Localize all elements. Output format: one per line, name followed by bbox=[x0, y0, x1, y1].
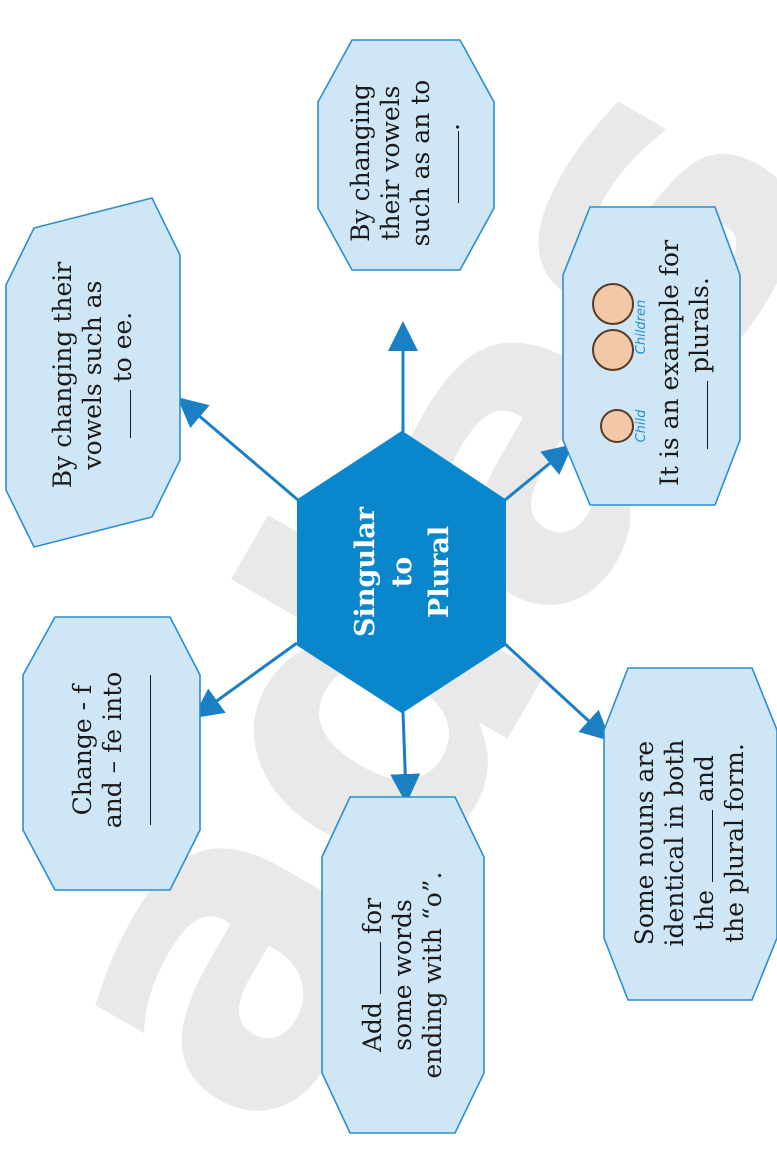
node-top-left-line-3: to ee. bbox=[108, 311, 137, 383]
arrow-bottom-right bbox=[503, 642, 611, 742]
answer-blank[interactable] bbox=[684, 380, 708, 449]
answer-blank[interactable] bbox=[690, 810, 713, 883]
center-line-3: Plural bbox=[423, 525, 455, 619]
node-top-mid-line-1: By changing bbox=[346, 84, 375, 242]
node-bottom-right-line-1: Some nouns are bbox=[630, 740, 659, 946]
hex-top-left bbox=[5, 197, 181, 548]
node-top-left-line-1: By changing their bbox=[48, 261, 77, 489]
node-top-right-text: Child Children It is an example for plur… bbox=[578, 239, 728, 487]
child-children-illustration: Child Children bbox=[591, 283, 649, 443]
node-top-mid-line-3: such as an to bbox=[406, 79, 435, 247]
node-bottom-mid-line-2: some words bbox=[388, 899, 417, 1051]
node-left-line-2: and – fe into bbox=[98, 671, 127, 829]
art-label-children: Children bbox=[633, 299, 649, 355]
arrow-left bbox=[192, 641, 298, 719]
art-label-child: Child bbox=[633, 409, 649, 443]
child-face-icon bbox=[591, 283, 634, 325]
node-top-right-line-2: plurals. bbox=[684, 277, 714, 373]
node-bottom-mid-text: Add for some words ending with “o”. bbox=[343, 872, 463, 1079]
center-label: Singular to Plural bbox=[347, 487, 457, 657]
node-bottom-right-text: Some nouns are identical in both the and… bbox=[619, 739, 761, 946]
node-bottom-mid-line-3: ending with “o”. bbox=[418, 871, 447, 1079]
hex-bottom-mid bbox=[321, 796, 485, 1134]
node-bottom-mid-line-1a: Add bbox=[358, 1002, 387, 1053]
node-bottom-right-line-3b: and bbox=[690, 755, 719, 803]
node-bottom-mid-line-1b: for bbox=[358, 897, 387, 935]
hex-left bbox=[22, 616, 201, 891]
center-hexagon bbox=[297, 430, 506, 714]
node-top-mid-text: By changing their vowels such as an to . bbox=[340, 73, 472, 253]
hex-top-mid bbox=[317, 39, 495, 271]
node-left-text: Change - f and – fe into bbox=[63, 650, 163, 850]
node-bottom-right-line-4: the plural form. bbox=[720, 743, 749, 943]
node-bottom-right-line-2: identical in both bbox=[660, 739, 689, 947]
node-top-mid-line-2: their vowels bbox=[376, 85, 405, 241]
node-bottom-right-line-3a: the bbox=[690, 889, 719, 931]
node-left-line-1: Change - f bbox=[68, 684, 97, 816]
answer-blank[interactable] bbox=[358, 942, 381, 995]
center-line-2: to bbox=[386, 556, 418, 588]
answer-blank[interactable] bbox=[436, 130, 459, 203]
answer-blank[interactable] bbox=[128, 675, 151, 825]
node-top-left-line-2: vowels such as bbox=[78, 280, 107, 470]
hex-bottom-right bbox=[603, 667, 777, 1001]
node-top-mid-line-4: . bbox=[436, 123, 465, 131]
answer-blank[interactable] bbox=[108, 390, 131, 439]
child-face-icon bbox=[591, 329, 634, 371]
node-top-left-text: By changing their vowels such as to ee. bbox=[43, 250, 143, 500]
center-line-1: Singular bbox=[349, 507, 381, 637]
arrow-bottom-mid bbox=[390, 711, 421, 804]
arrow-top-left bbox=[177, 397, 299, 502]
child-face-icon bbox=[599, 409, 634, 443]
node-top-right-line-1: It is an example for bbox=[654, 239, 684, 487]
arrow-top-right bbox=[504, 444, 573, 502]
